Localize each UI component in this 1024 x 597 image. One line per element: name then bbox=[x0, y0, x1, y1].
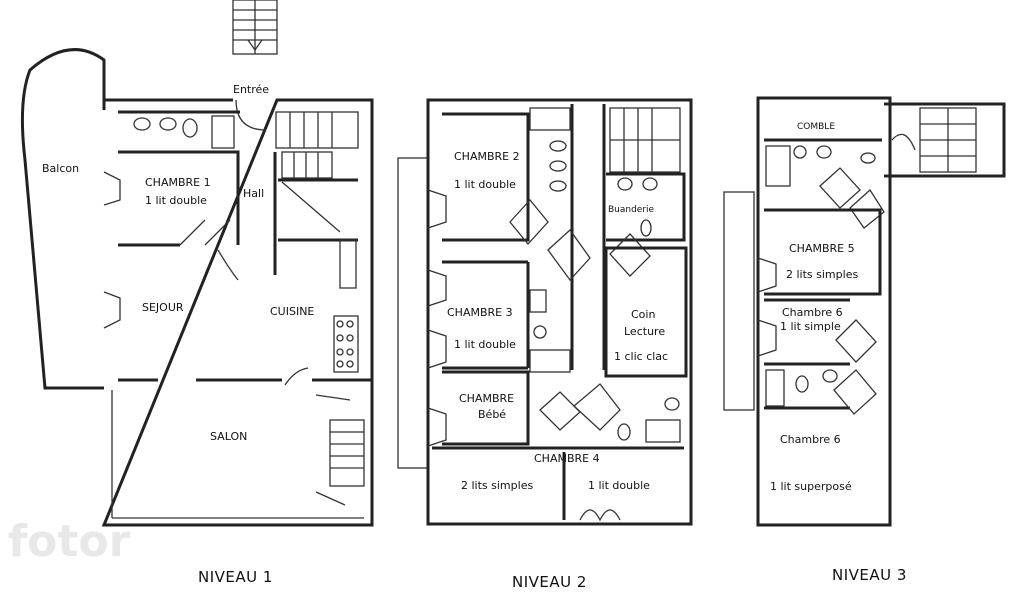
level-1-outer-wall bbox=[101, 98, 374, 527]
balcony-outline bbox=[20, 48, 106, 390]
sejour-label: SEJOUR bbox=[142, 301, 184, 314]
bebe-label: Bébé bbox=[478, 408, 506, 421]
level-2-outer-wall bbox=[426, 98, 693, 526]
clic-clac-label: 1 clic clac bbox=[614, 350, 668, 363]
chambre-bebe-label: CHAMBRE bbox=[459, 392, 514, 405]
level-3-outer-wall bbox=[756, 96, 892, 527]
chambre-4-label: CHAMBRE 4 bbox=[534, 452, 600, 465]
chambre-1-bed-label: 1 lit double bbox=[145, 194, 207, 207]
entree-label: Entrée bbox=[233, 83, 269, 96]
level-3-plan: COMBLE CHAMBRE 5 2 lits simples Chambre … bbox=[723, 96, 1006, 527]
chambre-6a-label: Chambre 6 bbox=[782, 306, 843, 319]
chambre-2-label: CHAMBRE 2 bbox=[454, 150, 520, 163]
hall-label: Hall bbox=[243, 187, 264, 200]
level-1-title: NIVEAU 1 bbox=[198, 568, 273, 586]
buanderie-label: Buanderie bbox=[608, 205, 655, 215]
balcon-label: Balcon bbox=[42, 162, 79, 175]
chambre-2-bed-label: 1 lit double bbox=[454, 178, 516, 191]
coin-label: Coin bbox=[631, 308, 655, 321]
chambre-3-bed-label: 1 lit double bbox=[454, 338, 516, 351]
level-3-title: NIVEAU 3 bbox=[832, 566, 907, 584]
cuisine-label: CUISINE bbox=[270, 305, 314, 318]
level-2-title: NIVEAU 2 bbox=[512, 573, 587, 591]
comble-label: COMBLE bbox=[797, 122, 835, 132]
chambre-4-beds-a-label: 2 lits simples bbox=[461, 479, 533, 492]
chambre-3-label: CHAMBRE 3 bbox=[447, 306, 513, 319]
chambre-6b-label: Chambre 6 bbox=[780, 433, 841, 446]
salon-label: SALON bbox=[210, 430, 247, 443]
entrance-door[interactable] bbox=[235, 99, 267, 131]
chambre-6b-bed-label: 1 lit superposé bbox=[770, 480, 852, 493]
chambre-5-label: CHAMBRE 5 bbox=[789, 242, 855, 255]
level-2-plan: CHAMBRE 2 1 lit double Buanderie CHAMBRE… bbox=[397, 98, 693, 526]
level-1-plan: Entrée Balcon Hall CHAMBRE 1 1 lit doubl… bbox=[20, 0, 374, 527]
chambre-5-beds-label: 2 lits simples bbox=[786, 268, 858, 281]
chambre-4-beds-b-label: 1 lit double bbox=[588, 479, 650, 492]
chambre-6a-bed-label: 1 lit simple bbox=[780, 320, 841, 333]
chambre-1-label: CHAMBRE 1 bbox=[145, 176, 211, 189]
lecture-label: Lecture bbox=[624, 325, 665, 338]
entry-staircase bbox=[232, 0, 278, 55]
